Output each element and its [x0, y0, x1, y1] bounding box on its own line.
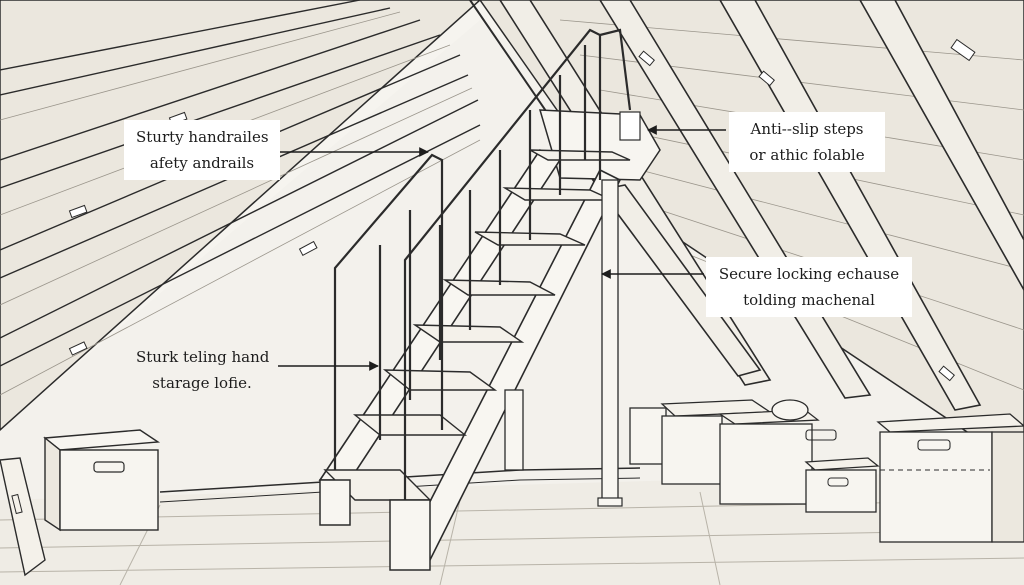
callout-line: Anti--slip steps: [741, 116, 873, 142]
callout-line: afety andrails: [136, 150, 268, 176]
callout-line: or athic folable: [741, 142, 873, 168]
support-post: [602, 180, 618, 500]
callout-line: starage lofie.: [136, 370, 268, 396]
callout-sturdy-handrails: Sturty handrailes afety andrails: [124, 120, 280, 180]
callout-secure-locking: Secure locking echause tolding machenal: [706, 257, 912, 317]
callout-line: tolding machenal: [718, 287, 900, 313]
callout-anti-slip-steps: Anti--slip steps or athic folable: [729, 112, 885, 172]
callout-line: Sturk teling hand: [136, 344, 268, 370]
locking-hinge-icon: [620, 112, 640, 140]
helmet-icon: [772, 400, 808, 420]
callout-storage: Sturk teling hand starage lofie.: [124, 340, 280, 400]
callout-line: Secure locking echause: [718, 261, 900, 287]
callout-line: Sturty handrailes: [136, 124, 268, 150]
